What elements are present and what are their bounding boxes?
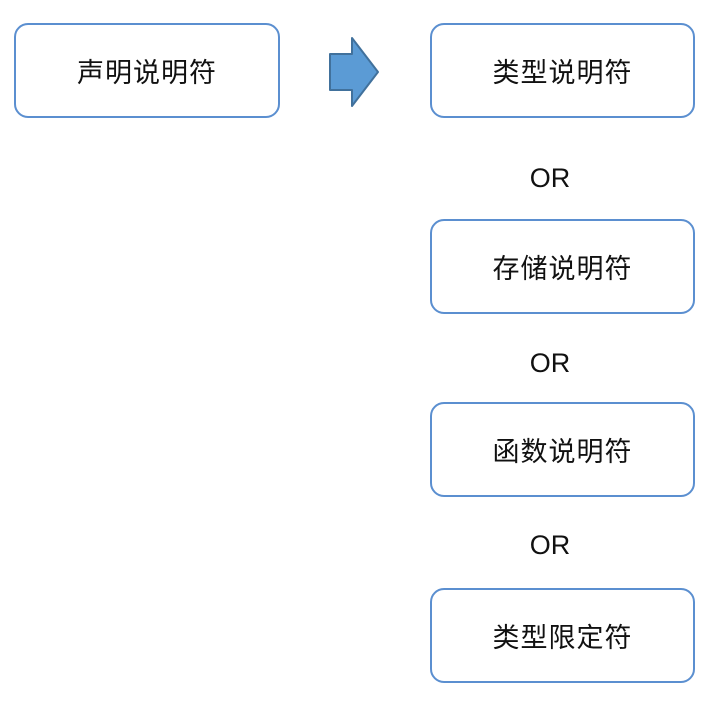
or-connector-1: OR	[529, 163, 571, 193]
type-specifier-label: 类型说明符	[492, 58, 633, 89]
type-qualifier-box: 类型限定符	[430, 588, 695, 683]
storage-specifier-label: 存储说明符	[492, 254, 633, 285]
right-arrow-icon	[329, 37, 379, 107]
type-specifier-box: 类型说明符	[430, 23, 695, 118]
type-qualifier-label: 类型限定符	[492, 623, 633, 654]
declaration-specifier-box: 声明说明符	[14, 23, 280, 118]
or-connector-3: OR	[529, 530, 571, 560]
storage-specifier-box: 存储说明符	[430, 219, 695, 314]
function-specifier-label: 函数说明符	[492, 437, 633, 468]
declaration-specifier-label: 声明说明符	[77, 58, 217, 89]
or-connector-2: OR	[529, 348, 571, 378]
function-specifier-box: 函数说明符	[430, 402, 695, 497]
